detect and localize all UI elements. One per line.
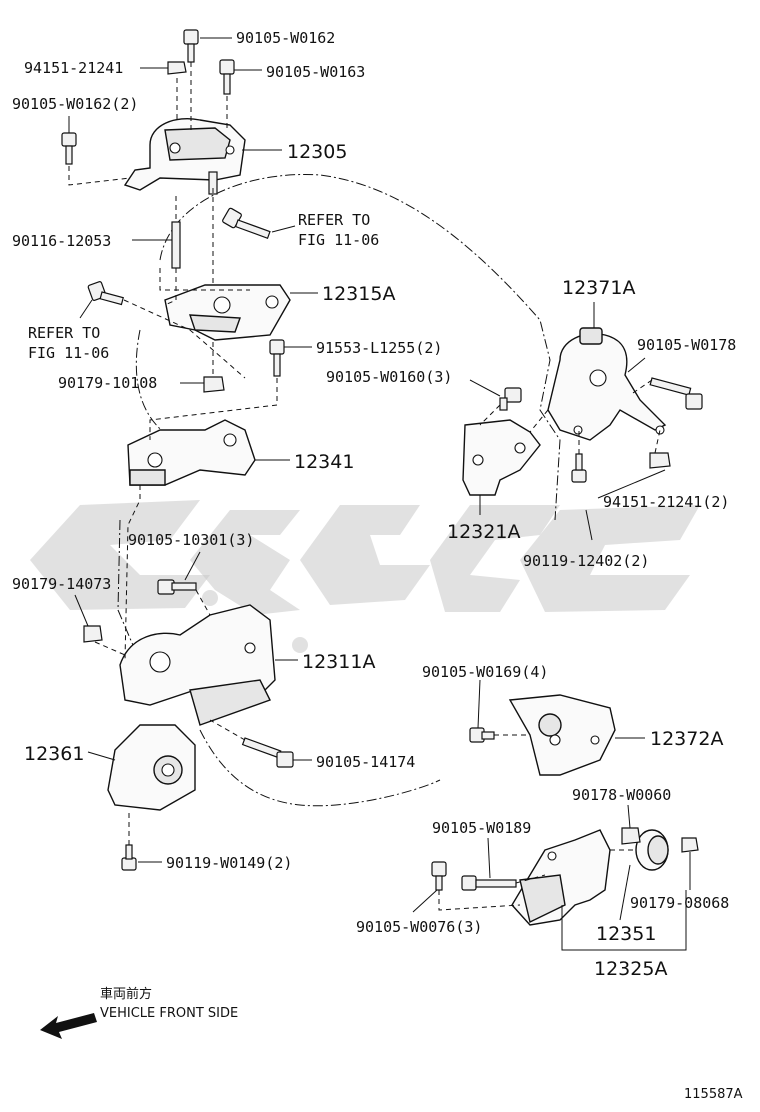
label-12341: 12341 (294, 451, 354, 473)
part-12315A (164, 284, 291, 341)
label-94151-21241-2: 94151-21241(2) (603, 493, 729, 511)
bolt-90105-W0076-icon (431, 861, 447, 891)
stud-90116-12053-icon (171, 221, 181, 269)
vehicle-front-indicator: 車両前方 VEHICLE FRONT SIDE (40, 986, 238, 1039)
arrow-left-icon (40, 1013, 97, 1039)
label-90105-W0162: 90105-W0162 (236, 29, 335, 47)
label-90119-12402-2: 90119-12402(2) (523, 552, 649, 570)
label-90105-W0178: 90105-W0178 (637, 336, 736, 354)
nut-90178-W0060-icon (621, 827, 641, 845)
bolt-90105-W0163-icon (219, 59, 235, 95)
part-12372A (508, 694, 616, 776)
bushing-12351-icon (635, 829, 669, 871)
label-90105-10301-3: 90105-10301(3) (128, 531, 254, 549)
nut-94151-21241-icon (167, 61, 187, 75)
bolt-90105-W0162-icon (183, 29, 199, 63)
label-90105-W0162-2: 90105-W0162(2) (12, 95, 138, 113)
direction-english: VEHICLE FRONT SIDE (100, 1006, 238, 1021)
label-90105-W0076-3: 90105-W0076(3) (356, 918, 482, 936)
label-90105-14174: 90105-14174 (316, 753, 415, 771)
alignment-dash-lines (68, 62, 661, 911)
label-90179-14073: 90179-14073 (12, 575, 111, 593)
part-12361 (107, 724, 196, 811)
direction-japanese: 車両前方 (100, 986, 152, 1002)
bolt-90105-10301-icon (157, 579, 197, 595)
leader-lines (68, 37, 691, 951)
label-12325A: 12325A (594, 958, 667, 980)
label-12311A: 12311A (302, 651, 375, 673)
watermark-logo-icon (30, 500, 700, 653)
part-12325A (511, 829, 611, 926)
nut-94151-21241-2-icon (649, 452, 671, 469)
label-90105-W0160-3: 90105-W0160(3) (326, 368, 452, 386)
bolt-90119-W0149-icon (121, 844, 137, 871)
label-12315A: 12315A (322, 283, 395, 305)
bolt-refer-a-icon (222, 207, 271, 239)
label-90105-W0189: 90105-W0189 (432, 819, 531, 837)
label-12305: 12305 (287, 141, 347, 163)
engine-outline (117, 173, 561, 807)
label-refer-a-line1: REFER TO (298, 211, 370, 229)
bolt-90105-14174-icon (241, 737, 294, 768)
nut-90179-10108-icon (203, 376, 225, 393)
part-12341 (127, 419, 256, 486)
label-12372A: 12372A (650, 728, 723, 750)
figure-id: 115587A (684, 1087, 743, 1102)
label-90178-W0060: 90178-W0060 (572, 786, 671, 804)
bolt-90119-12402-icon (571, 453, 587, 483)
label-90116-12053: 90116-12053 (12, 232, 111, 250)
label-91553-L1255-2: 91553-L1255(2) (316, 339, 442, 357)
bolt-90105-W0160-icon (499, 387, 522, 411)
label-refer-b-line1: REFER TO (28, 324, 100, 342)
label-90105-W0163: 90105-W0163 (266, 63, 365, 81)
part-12321A (462, 419, 541, 496)
label-94151-21241: 94151-21241 (24, 59, 123, 77)
bolt-90105-W0178-icon (649, 377, 703, 410)
nut-90179-14073-icon (83, 625, 103, 643)
label-12361: 12361 (24, 743, 84, 765)
part-12311A (119, 604, 276, 726)
label-90179-08068: 90179-08068 (630, 894, 729, 912)
part-12371A (547, 327, 667, 441)
label-90105-W0169-4: 90105-W0169(4) (422, 663, 548, 681)
bolt-refer-b-icon (87, 281, 124, 306)
label-12371A: 12371A (562, 277, 635, 299)
label-12321A: 12321A (447, 521, 520, 543)
bolt-90105-W0189-icon (461, 875, 517, 891)
label-90179-10108: 90179-10108 (58, 374, 157, 392)
label-refer-b-line2: FIG 11-06 (28, 344, 109, 362)
label-refer-a-line2: FIG 11-06 (298, 231, 379, 249)
part-12305 (123, 118, 246, 195)
bolt-91553-L1255-icon (269, 339, 285, 377)
bolt-90105-W0169-icon (469, 727, 495, 743)
label-12351: 12351 (596, 923, 656, 945)
bolt-90105-W0162-2-icon (61, 132, 77, 165)
label-90119-W0149-2: 90119-W0149(2) (166, 854, 292, 872)
nut-90179-08068-icon (681, 837, 699, 853)
